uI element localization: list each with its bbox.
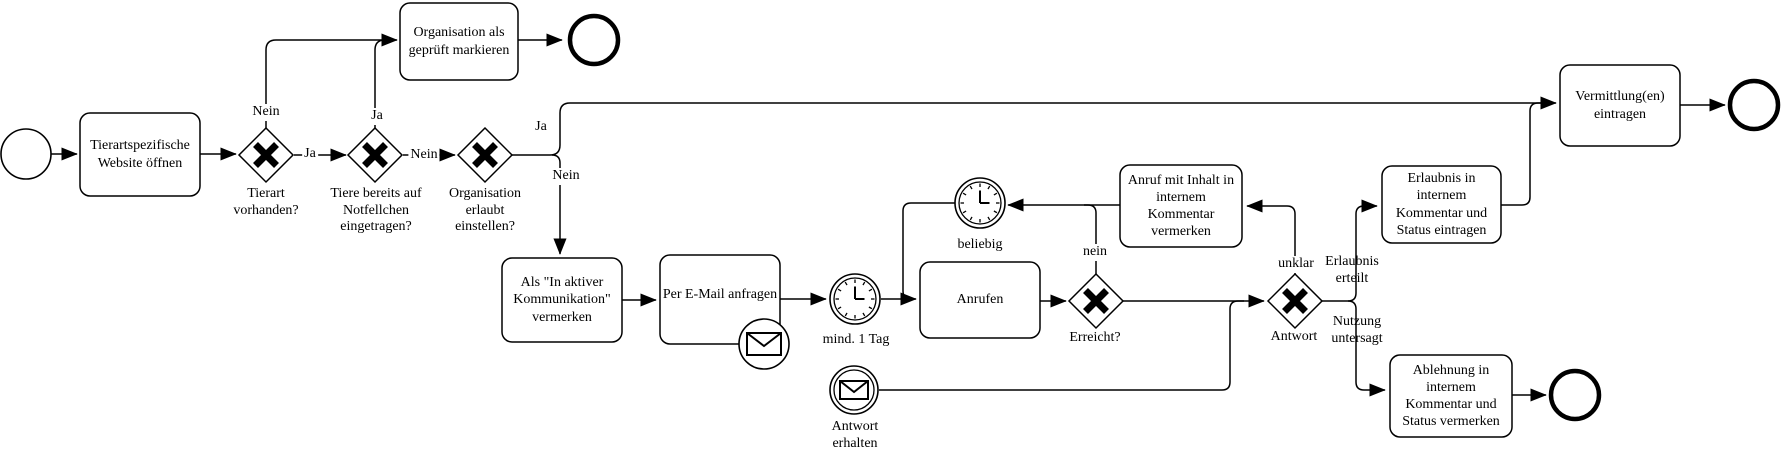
- task-note-permission-shape: [1381, 165, 1502, 244]
- timer-beliebig-label: beliebig: [957, 237, 1003, 252]
- task-note-rejection-label: Ablehnung in internem Kommentar und Stat…: [1402, 362, 1500, 430]
- message-event-antwort-erhalten: [829, 365, 879, 415]
- gateway-shapes: [237, 126, 1324, 330]
- flow-note-permission-merge-to-vermittlung: [1501, 102, 1545, 206]
- gateway-antwort-label: Antwort: [1270, 329, 1318, 344]
- task-active-communication-label: Als "In aktiver Kommunikation" vermerken: [513, 275, 611, 325]
- end-event-vermittlung: [1727, 78, 1781, 132]
- gateway-org-erlaubt-label: Organisation erlaubt einstellen?: [448, 186, 522, 235]
- envelope-icon: [746, 332, 782, 356]
- task-open-website-label: Tierartspezifische Website öffnen: [90, 138, 190, 171]
- task-note-call-shape: [1119, 164, 1243, 248]
- end-event-geprueft: [567, 13, 621, 67]
- edge-label-gw3-nein: Nein: [550, 168, 582, 185]
- task-anrufen-shape: [919, 261, 1041, 339]
- edge-label-gw1-ja: Ja: [302, 146, 318, 163]
- x-gateway-icon: [472, 142, 498, 168]
- edge-label-gw1-nein: Nein: [250, 104, 282, 121]
- sequence-flows: [51, 33, 1726, 402]
- flow-gw4-nein-merge: [1084, 204, 1097, 275]
- task-vermittlung-shape: [1559, 64, 1681, 147]
- message-boundary-event: [738, 318, 790, 370]
- task-email-request-shape: [659, 254, 781, 345]
- flow-gw2-ja-merge: [374, 39, 391, 128]
- x-gateway-icon: [1083, 288, 1109, 314]
- edge-label-gw2-ja: Ja: [369, 108, 385, 125]
- task-vermittlung-label: Vermittlung(en) eintragen: [1575, 89, 1665, 122]
- start-event: [0, 128, 52, 180]
- gateway-bereits-eingetragen-label: Tiere bereits auf Notfellchen eingetrage…: [330, 186, 422, 235]
- task-shapes: [79, 2, 1681, 438]
- edge-label-nutzung-untersagt: Nutzung untersagt: [1331, 314, 1383, 346]
- gateway-erreicht: [1067, 272, 1125, 330]
- task-mark-verified-label: Organisation als geprüft markieren: [408, 25, 510, 58]
- gateway-bereits-eingetragen: [346, 126, 404, 184]
- flow-timer-beliebig-loop-to-anrufen: [902, 202, 955, 300]
- task-open-website-shape: [79, 112, 201, 197]
- gateway-erreicht-label: Erreicht?: [1069, 330, 1121, 345]
- x-gateway-icon: [253, 142, 279, 168]
- envelope-icon: [839, 380, 869, 400]
- timer-event-beliebig: [954, 177, 1006, 229]
- edge-label-gw3-ja: Ja: [533, 119, 549, 136]
- flow-gw5-untersagt-to-note-rejection: [1347, 300, 1386, 397]
- edge-label-erreicht-nein: nein: [1080, 244, 1110, 261]
- x-gateway-icon: [362, 142, 388, 168]
- event-shapes: [0, 13, 1781, 422]
- flow-answer-received-merge: [879, 300, 1244, 391]
- edge-label-antwort-unklar: unklar: [1276, 256, 1316, 273]
- clock-icon: [835, 279, 875, 319]
- task-anrufen-label: Anrufen: [956, 292, 1004, 308]
- task-email-request-label: Per E-Mail anfragen: [662, 287, 778, 303]
- edge-label-erlaubnis-erteilt: Erlaubnis erteilt: [1325, 254, 1379, 286]
- answer-received-label: Antwort erhalten: [831, 419, 879, 451]
- timer-mind-1-tag-label: mind. 1 Tag: [822, 332, 890, 347]
- flow-gw3-nein-to-active-communication: [551, 154, 567, 255]
- gateway-tierart-vorhanden: [237, 126, 295, 184]
- task-note-rejection-shape: [1389, 354, 1513, 438]
- gateway-org-erlaubt: [456, 126, 514, 184]
- task-active-communication-shape: [501, 257, 623, 343]
- timer-event-mind-1-tag: [829, 273, 881, 325]
- flow-gw3-ja-to-vermittlung: [512, 96, 1557, 156]
- task-note-call-label: Anruf mit Inhalt in internem Kommentar v…: [1127, 172, 1235, 240]
- end-event-ablehnung: [1548, 368, 1602, 422]
- flow-gw5-erlaubnis-to-note-permission: [1347, 199, 1378, 302]
- gateway-antwort: [1266, 272, 1324, 330]
- x-gateway-icon: [1282, 288, 1308, 314]
- task-mark-verified-shape: [399, 2, 519, 81]
- flow-gw5-unklar-to-note-call: [1246, 199, 1296, 274]
- gateway-tierart-vorhanden-label: Tierart vorhanden?: [233, 186, 299, 218]
- flow-gw1-nein-to-mark-verified: [265, 33, 398, 128]
- task-note-permission-label: Erlaubnis in internem Kommentar und Stat…: [1395, 171, 1488, 238]
- edge-label-gw2-nein: Nein: [408, 147, 440, 164]
- clock-icon: [960, 183, 1000, 223]
